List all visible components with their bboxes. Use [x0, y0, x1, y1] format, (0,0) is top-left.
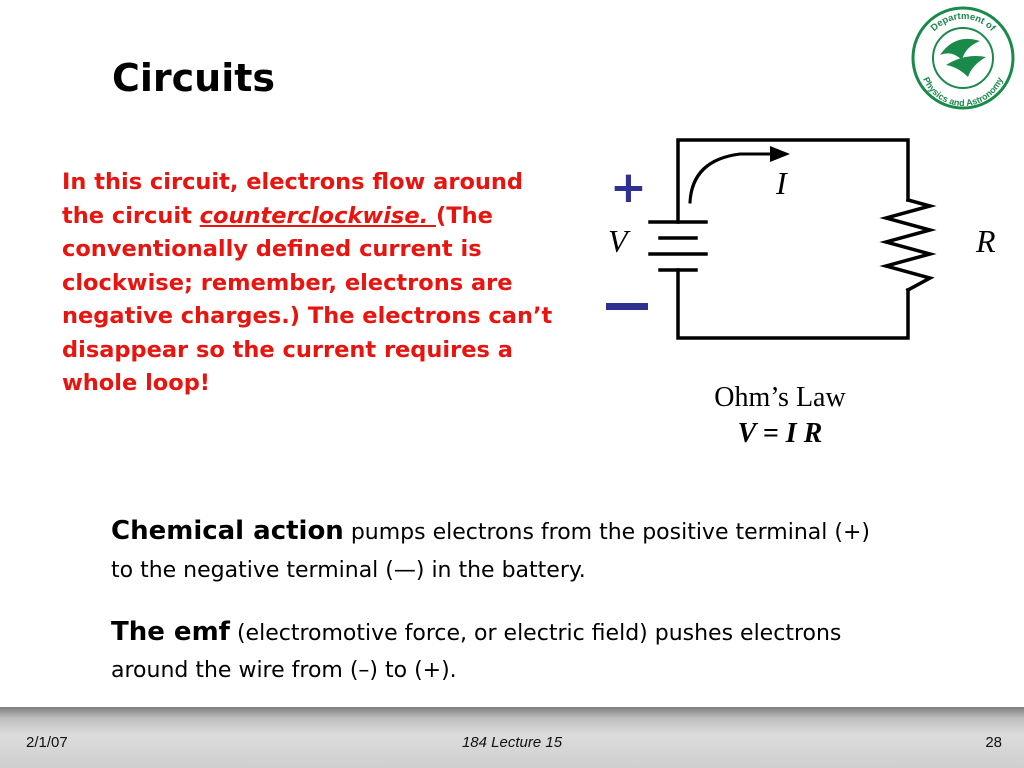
emf-text: (electromotive force, or electric field)… — [111, 621, 842, 683]
footer-page-number: 28 — [985, 734, 1002, 751]
emf-paragraph: The emf (electromotive force, or electri… — [111, 614, 871, 689]
department-logo: Department of Physics and Astronomy — [911, 6, 1015, 110]
counterclockwise-emphasis: counterclockwise. — [199, 202, 436, 229]
electron-flow-text-1: In this circuit, electrons flow around t… — [62, 169, 524, 229]
current-label: I — [775, 165, 788, 201]
electron-flow-paragraph: In this circuit, electrons flow around t… — [62, 166, 562, 401]
resistor-label: R — [975, 223, 996, 259]
slide-title: Circuits — [112, 56, 276, 100]
current-arrow-arc — [688, 152, 778, 204]
chemical-action-lead: Chemical action — [111, 516, 344, 546]
ohms-law-equation: V = I R — [737, 418, 823, 449]
current-arrow-head — [770, 146, 790, 162]
slide-footer: 2/1/07 184 Lecture 15 28 — [0, 707, 1024, 768]
minus-sign-bar — [606, 303, 648, 310]
circuit-wire-bottom — [676, 268, 910, 340]
chemical-action-text: pumps electrons from the positive termin… — [111, 520, 870, 583]
ohms-law-block: Ohm’s Law V = I R — [660, 380, 900, 452]
footer-date: 2/1/07 — [26, 734, 68, 751]
voltage-label: V — [608, 223, 631, 259]
circuit-diagram: + V I R — [606, 138, 996, 340]
circuit-wire — [676, 138, 910, 224]
resistor-zigzag — [879, 197, 937, 293]
chemical-action-paragraph: Chemical action pumps electrons from the… — [111, 512, 871, 590]
footer-lecture: 184 Lecture 15 — [461, 734, 563, 751]
emf-lead: The emf — [111, 617, 230, 647]
electron-flow-text-2: (The conventionally defined current is c… — [62, 202, 553, 397]
ohms-law-heading: Ohm’s Law — [714, 382, 846, 413]
plus-sign: + — [610, 162, 647, 213]
